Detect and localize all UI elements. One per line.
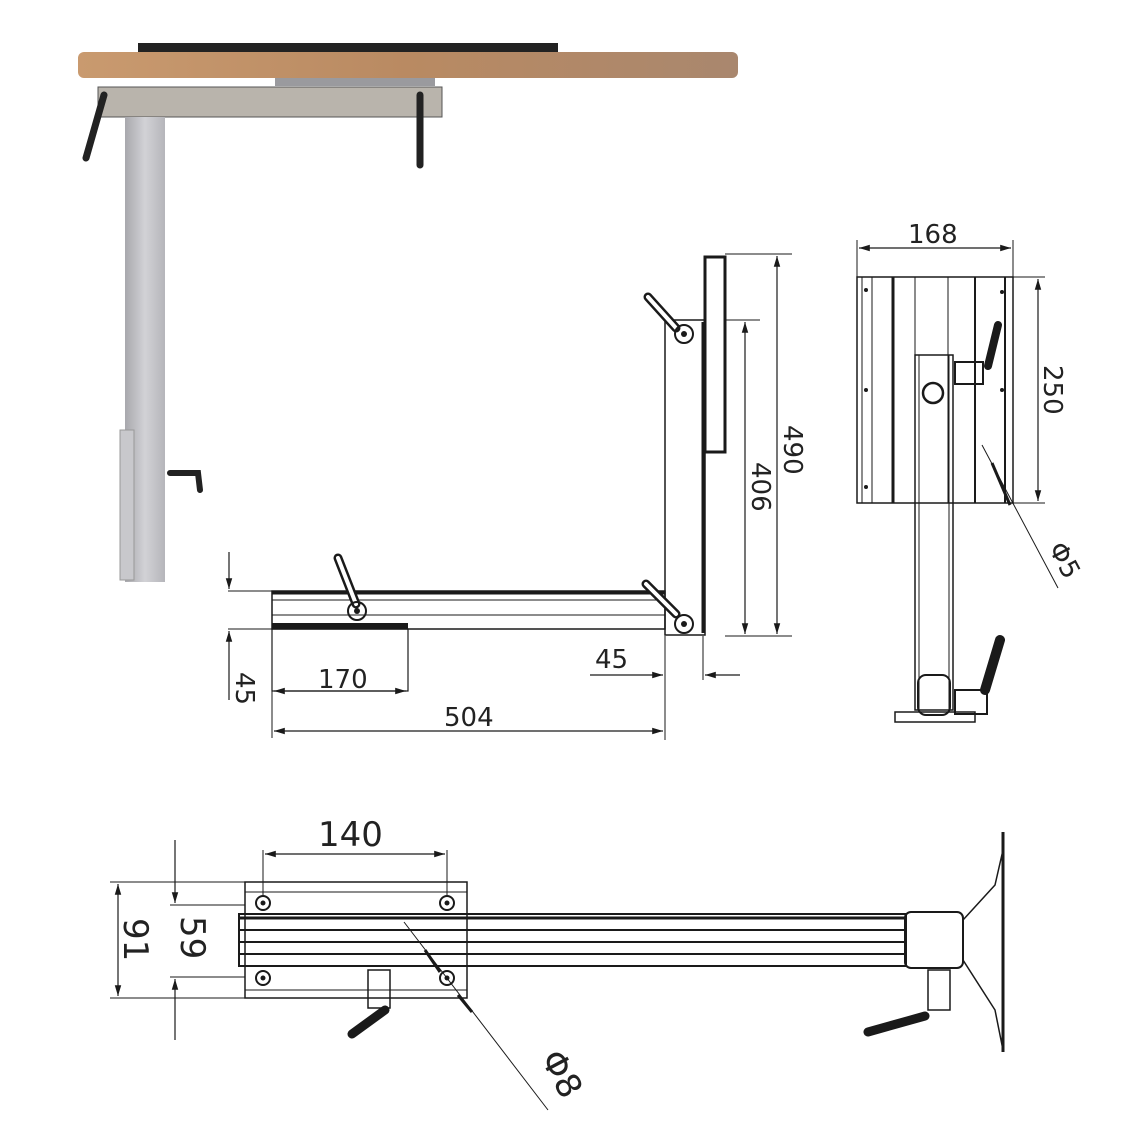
mount-bracket [97, 86, 443, 118]
dim-width: 168 [908, 220, 958, 250]
clamp-handle-icon [333, 553, 367, 621]
wall-plate [119, 429, 135, 581]
side-view-drawing: 490 406 45 45 170 504 [225, 253, 807, 740]
dim-plate-length: 170 [318, 665, 368, 695]
dim-height-inner: 406 [745, 462, 775, 512]
dim-hole-diameter: Φ5 [1042, 537, 1086, 584]
dim-inner-width: 59 [172, 916, 212, 959]
lever-handle-icon [863, 1011, 930, 1037]
dim-height-total: 490 [777, 425, 807, 475]
dim-outer-width: 91 [115, 918, 155, 961]
clamp-handle-icon [643, 292, 694, 344]
top-view-drawing: 140 91 59 Φ8 [110, 815, 1005, 1111]
tabletop-wood [78, 52, 738, 78]
dim-arm-thickness: 45 [229, 672, 259, 705]
lever-handle-icon [980, 635, 1005, 695]
leg-lock-knob-icon [167, 470, 203, 493]
lever-handle-icon [347, 1005, 390, 1039]
dim-arm-length: 504 [444, 703, 494, 733]
dim-offset-right: 45 [595, 645, 628, 675]
dim-hole-spacing: 140 [318, 815, 383, 855]
end-view-drawing: 168 250 Φ5 [856, 220, 1086, 723]
clamp-handle-left-icon [82, 91, 108, 162]
dim-height: 250 [1037, 365, 1067, 415]
clamp-handle-icon [641, 579, 694, 634]
dim-hole-diameter-top: Φ8 [532, 1043, 590, 1105]
lever-handle-icon [984, 321, 1002, 370]
product-photo [78, 43, 738, 582]
tabletop-top-surface [138, 43, 558, 53]
